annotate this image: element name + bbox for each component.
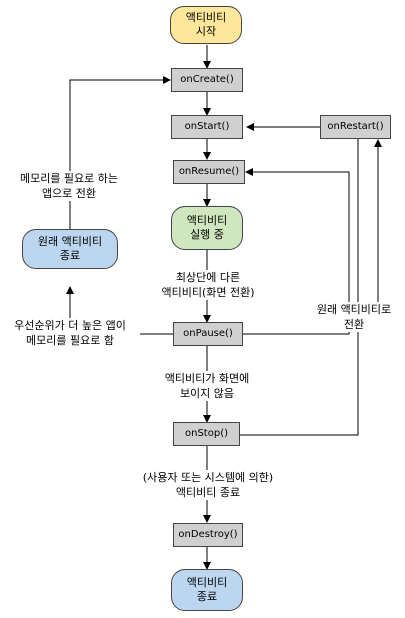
label-memory-needed: 메모리를 필요로 하는 앱으로 전환 [6,171,132,201]
on-restart-node: onRestart() [320,115,391,139]
label-higher-priority: 우선순위가 더 높은 앱이 메모리를 필요로 함 [0,318,140,348]
label-other-activity-front: 최상단에 다른 액티비티(화면 전환) [146,270,270,300]
label-finishing: (사용자 또는 시스템에 의한) 액티비티 종료 [125,470,291,500]
on-create-node: onCreate() [171,68,243,92]
activity-start-node: 액티비티 시작 [170,6,242,44]
process-killed-node: 원래 액티비티 종료 [22,229,118,269]
on-resume-node: onResume() [173,160,245,184]
arrow-killed-to-create [69,76,171,229]
on-pause-node: onPause() [173,322,243,346]
label-not-visible: 액티비티가 화면에 보이지 않음 [148,371,266,401]
label-user-returns: 원래 액티비티로 전환 [306,302,402,332]
on-stop-node: onStop() [173,422,240,446]
activity-running-node: 액티비티 실행 중 [171,206,243,250]
on-destroy-node: onDestroy() [173,523,243,547]
activity-shutdown-node: 액티비티 종료 [171,569,243,611]
arrow-pause-to-resume [243,168,350,335]
on-start-node: onStart() [171,115,243,139]
